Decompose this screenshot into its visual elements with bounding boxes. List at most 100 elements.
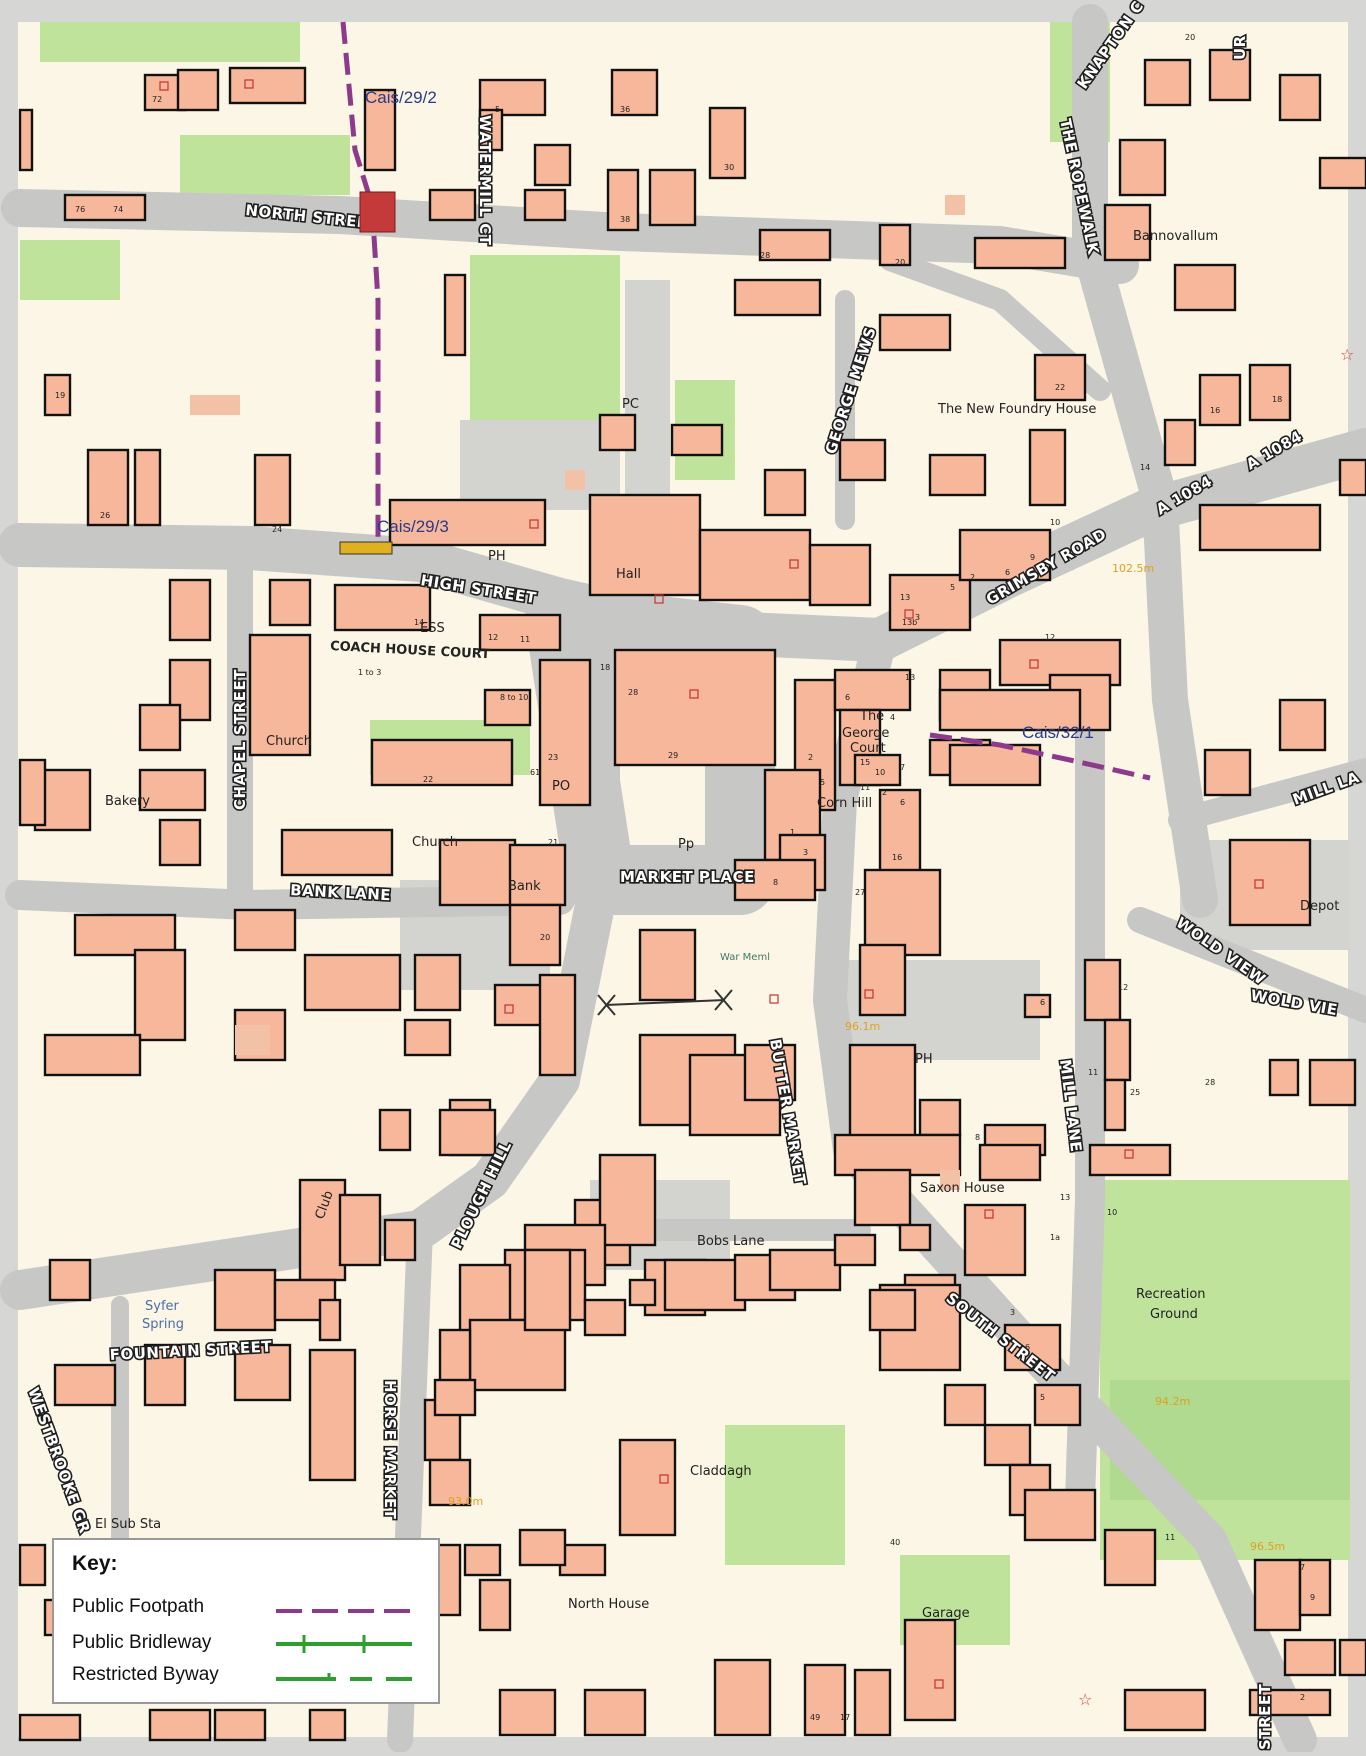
house-number: 3 xyxy=(803,848,808,857)
house-number: 5 xyxy=(820,778,825,787)
place-labels: PC Hall PH PH Church Church Bakery Bank … xyxy=(95,229,1339,1621)
label-george-court-3: Court xyxy=(850,741,886,756)
label-ph-high: PH xyxy=(488,549,506,564)
label-street-se: STREET xyxy=(1256,1683,1274,1750)
house-number: 22 xyxy=(423,775,433,784)
label-george-court-1: The xyxy=(859,709,884,724)
house-number: 11 xyxy=(1165,1533,1175,1542)
label-horse-market: HORSE MARKET xyxy=(381,1380,399,1520)
house-number: 18 xyxy=(600,663,610,672)
house-number: 14 xyxy=(414,618,424,627)
label-garage: Garage xyxy=(922,1606,970,1621)
label-north-house: North House xyxy=(568,1597,649,1612)
label-recreation-1: Recreation xyxy=(1136,1287,1206,1302)
house-number: 6 xyxy=(1025,1343,1030,1352)
house-number: 28 xyxy=(628,688,638,697)
house-number: 8 to 10 xyxy=(500,693,528,702)
house-number: 2 xyxy=(808,753,813,762)
label-syfer-2: Spring xyxy=(142,1317,184,1332)
house-number: 40 xyxy=(890,1538,900,1547)
house-number: 8 xyxy=(975,1133,980,1142)
house-number: 6 xyxy=(900,798,905,807)
label-syfer-1: Syfer xyxy=(145,1299,180,1314)
public-footpaths xyxy=(340,21,1151,781)
house-number: 30 xyxy=(724,163,734,172)
house-number: 11 xyxy=(520,635,530,644)
label-hall: Hall xyxy=(616,567,641,582)
key-footpath-label: Public Footpath xyxy=(72,1596,205,1617)
label-chapel-street: CHAPEL STREET xyxy=(231,669,249,810)
bridleway-swatch xyxy=(276,1635,412,1653)
buildings xyxy=(18,48,1366,1742)
house-number: 13 xyxy=(1060,1193,1070,1202)
footpath-swatch xyxy=(276,1609,412,1613)
house-number: 27 xyxy=(855,888,865,897)
roads xyxy=(0,4,1366,1756)
label-bank-lane: BANK LANE xyxy=(290,881,392,904)
house-number: 36 xyxy=(620,105,630,114)
house-number: 2 xyxy=(970,573,975,582)
footpath-sign-north xyxy=(359,191,396,233)
house-number: 10 xyxy=(875,768,885,777)
house-number: 11 xyxy=(860,783,870,792)
footpath-cais-29-3 xyxy=(369,204,381,545)
outbuildings xyxy=(190,195,965,1190)
label-bank: Bank xyxy=(508,879,541,894)
house-number: 5 xyxy=(950,583,955,592)
house-number: 20 xyxy=(1185,33,1195,42)
house-number: 16 xyxy=(1210,406,1220,415)
footpath-cais-32-1 xyxy=(929,732,1151,781)
label-recreation-2: Ground xyxy=(1150,1307,1198,1322)
house-number: 25 xyxy=(1130,1088,1140,1097)
house-number: 22 xyxy=(1055,383,1065,392)
label-church-2: Church xyxy=(412,835,458,850)
label-ur: UR xyxy=(1231,35,1249,60)
house-number: 76 xyxy=(75,205,85,214)
spot-heights: 102.5m 96.1m 96.5m 94.2m 93.0m xyxy=(448,562,1285,1553)
house-number: 29 xyxy=(668,751,678,760)
house-number: 38 xyxy=(620,215,630,224)
house-number: 23 xyxy=(548,753,558,762)
height-1025: 102.5m xyxy=(1112,562,1154,575)
label-new-foundry-house: The New Foundry House xyxy=(937,402,1096,417)
house-number: 3 xyxy=(1010,1308,1015,1317)
house-number: 13 xyxy=(905,673,915,682)
house-number: 3 xyxy=(915,613,920,622)
height-961: 96.1m xyxy=(845,1020,880,1033)
house-number: 5 xyxy=(495,105,500,114)
house-number: 12 xyxy=(1045,633,1055,642)
label-path-cais-29-3: Cais/29/3 xyxy=(377,517,449,536)
label-church-1: Church xyxy=(266,734,312,749)
house-number: 8 xyxy=(773,878,778,887)
house-number: 2 xyxy=(1300,1693,1305,1702)
house-number: 2 xyxy=(882,788,887,797)
house-number: 24 xyxy=(272,525,282,534)
label-path-cais-32-1: Cais/32/1 xyxy=(1022,723,1094,742)
house-number: 4 xyxy=(890,713,895,722)
house-number: 28 xyxy=(760,251,770,260)
label-saxon-house: Saxon House xyxy=(920,1181,1005,1196)
house-number: 1 xyxy=(790,828,795,837)
house-number: 12 xyxy=(488,633,498,642)
house-number: 9 xyxy=(1310,1593,1315,1602)
house-number: 16 xyxy=(892,853,902,862)
house-number: 28 xyxy=(1205,1078,1215,1087)
key-bridleway-label: Public Bridleway xyxy=(72,1632,212,1653)
house-number: 17 xyxy=(840,1713,850,1722)
label-pp: Pp xyxy=(678,837,694,852)
house-number: 10 xyxy=(1050,518,1060,527)
house-number: 12 xyxy=(1118,983,1128,992)
label-path-cais-29-2: Cais/29/2 xyxy=(365,88,437,107)
house-number: 1a xyxy=(1050,1233,1060,1242)
map-key: Key: Public Footpath Public Bridleway Re… xyxy=(52,1538,440,1704)
house-number: 18 xyxy=(1272,395,1282,404)
label-el-sub-sta: El Sub Sta xyxy=(95,1517,161,1532)
house-number: 49 xyxy=(810,1713,820,1722)
house-number: 13b xyxy=(902,618,917,627)
house-number: 15 xyxy=(860,758,870,767)
house-number: 6 xyxy=(845,693,850,702)
house-number: 5 xyxy=(1040,1393,1045,1402)
house-number: 20 xyxy=(540,933,550,942)
building-markers xyxy=(159,79,1264,1689)
